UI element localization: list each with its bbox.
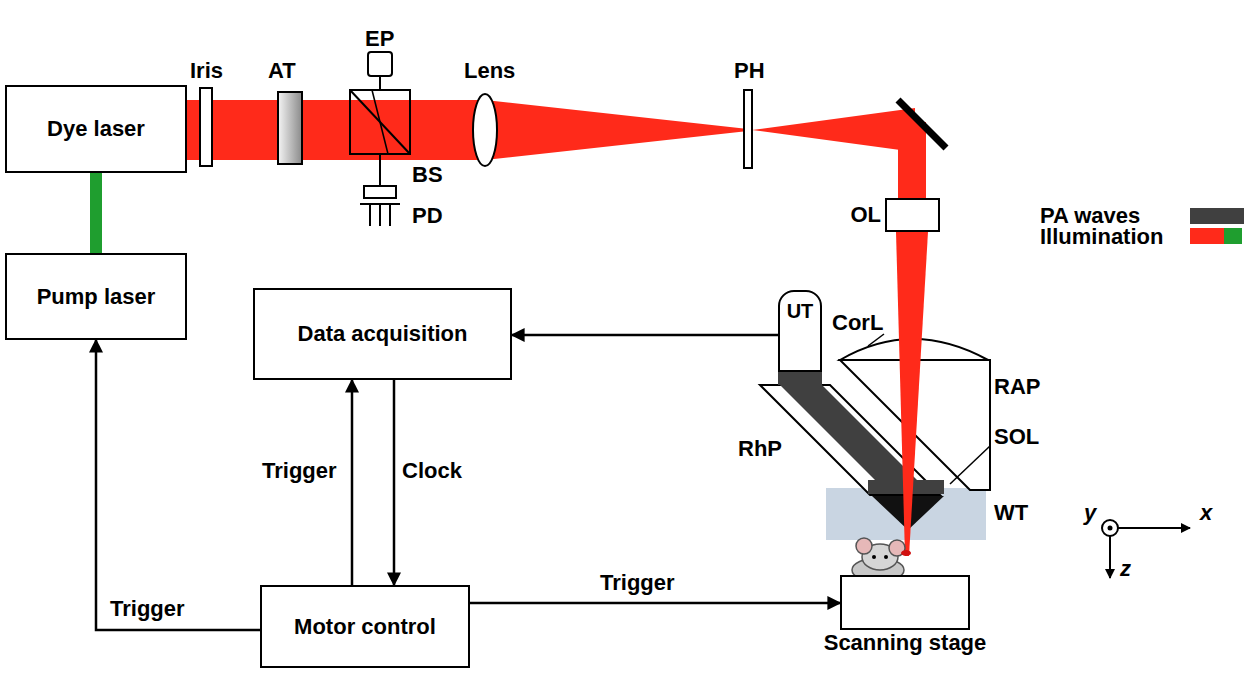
axis-label: y (1084, 500, 1096, 525)
photodiode (360, 154, 400, 226)
leader-line (868, 334, 884, 346)
part-label: Lens (464, 58, 515, 83)
part-label: BS (412, 162, 443, 187)
axis-label: z (1120, 556, 1131, 581)
edge-label: Trigger (600, 570, 675, 595)
legend-swatch (1190, 228, 1224, 244)
signal-arrow (351, 380, 354, 585)
part-label: RAP (994, 374, 1040, 399)
energy-probe (368, 52, 392, 90)
signal-arrow (470, 602, 840, 605)
laser-box: Pump laser (5, 253, 187, 340)
laser-beam (898, 122, 926, 200)
laser-beam (752, 108, 915, 152)
node-label: Motor control (294, 614, 436, 639)
node-label: Scanning stage (824, 630, 987, 655)
lens (473, 94, 497, 166)
part-label: EP (365, 26, 394, 51)
legend-swatch (1224, 228, 1242, 244)
edge-label: Trigger (110, 596, 185, 621)
axis-label: x (1200, 500, 1212, 525)
node-label: OL (850, 202, 881, 227)
edge-label: Trigger (262, 458, 337, 483)
legend-swatch (1190, 208, 1244, 224)
part-label: AT (268, 58, 296, 83)
attenuator (278, 92, 302, 164)
part-label: Iris (190, 58, 223, 83)
node-label: Pump laser (37, 284, 156, 309)
node-label: Data acquisition (298, 321, 468, 346)
part-label: PD (412, 203, 443, 228)
iris (200, 88, 212, 166)
node-label: UT (787, 300, 814, 323)
mirror (898, 100, 946, 148)
pinhole (744, 90, 752, 168)
signal-arrow (393, 380, 396, 585)
node-label: Dye laser (47, 116, 145, 141)
beam-splitter (350, 90, 410, 154)
part-label: SOL (994, 424, 1039, 449)
part-label: RhP (738, 436, 782, 461)
laser-beam (187, 100, 485, 160)
process-box: Data acquisition (253, 288, 512, 380)
signal-arrow (96, 340, 260, 630)
part-label: CorL (832, 310, 883, 335)
stage-box: Scanning stage (840, 575, 970, 630)
laser-box: Dye laser (5, 85, 187, 173)
part-label: PH (734, 58, 765, 83)
transducer-element (778, 370, 822, 385)
signal-arrow (512, 334, 778, 337)
edge-label: Clock (402, 458, 462, 483)
legend-text: Illumination (1040, 224, 1163, 249)
axes (1102, 520, 1190, 578)
objective-lens-box: OL (885, 198, 940, 232)
part-label: WT (994, 500, 1028, 525)
laser-beam (485, 100, 748, 160)
laser-beam (896, 232, 928, 556)
leader-line (950, 446, 990, 484)
process-box: Motor control (260, 585, 470, 668)
transducer-box: UT (778, 290, 822, 372)
pump-beam (90, 173, 102, 253)
